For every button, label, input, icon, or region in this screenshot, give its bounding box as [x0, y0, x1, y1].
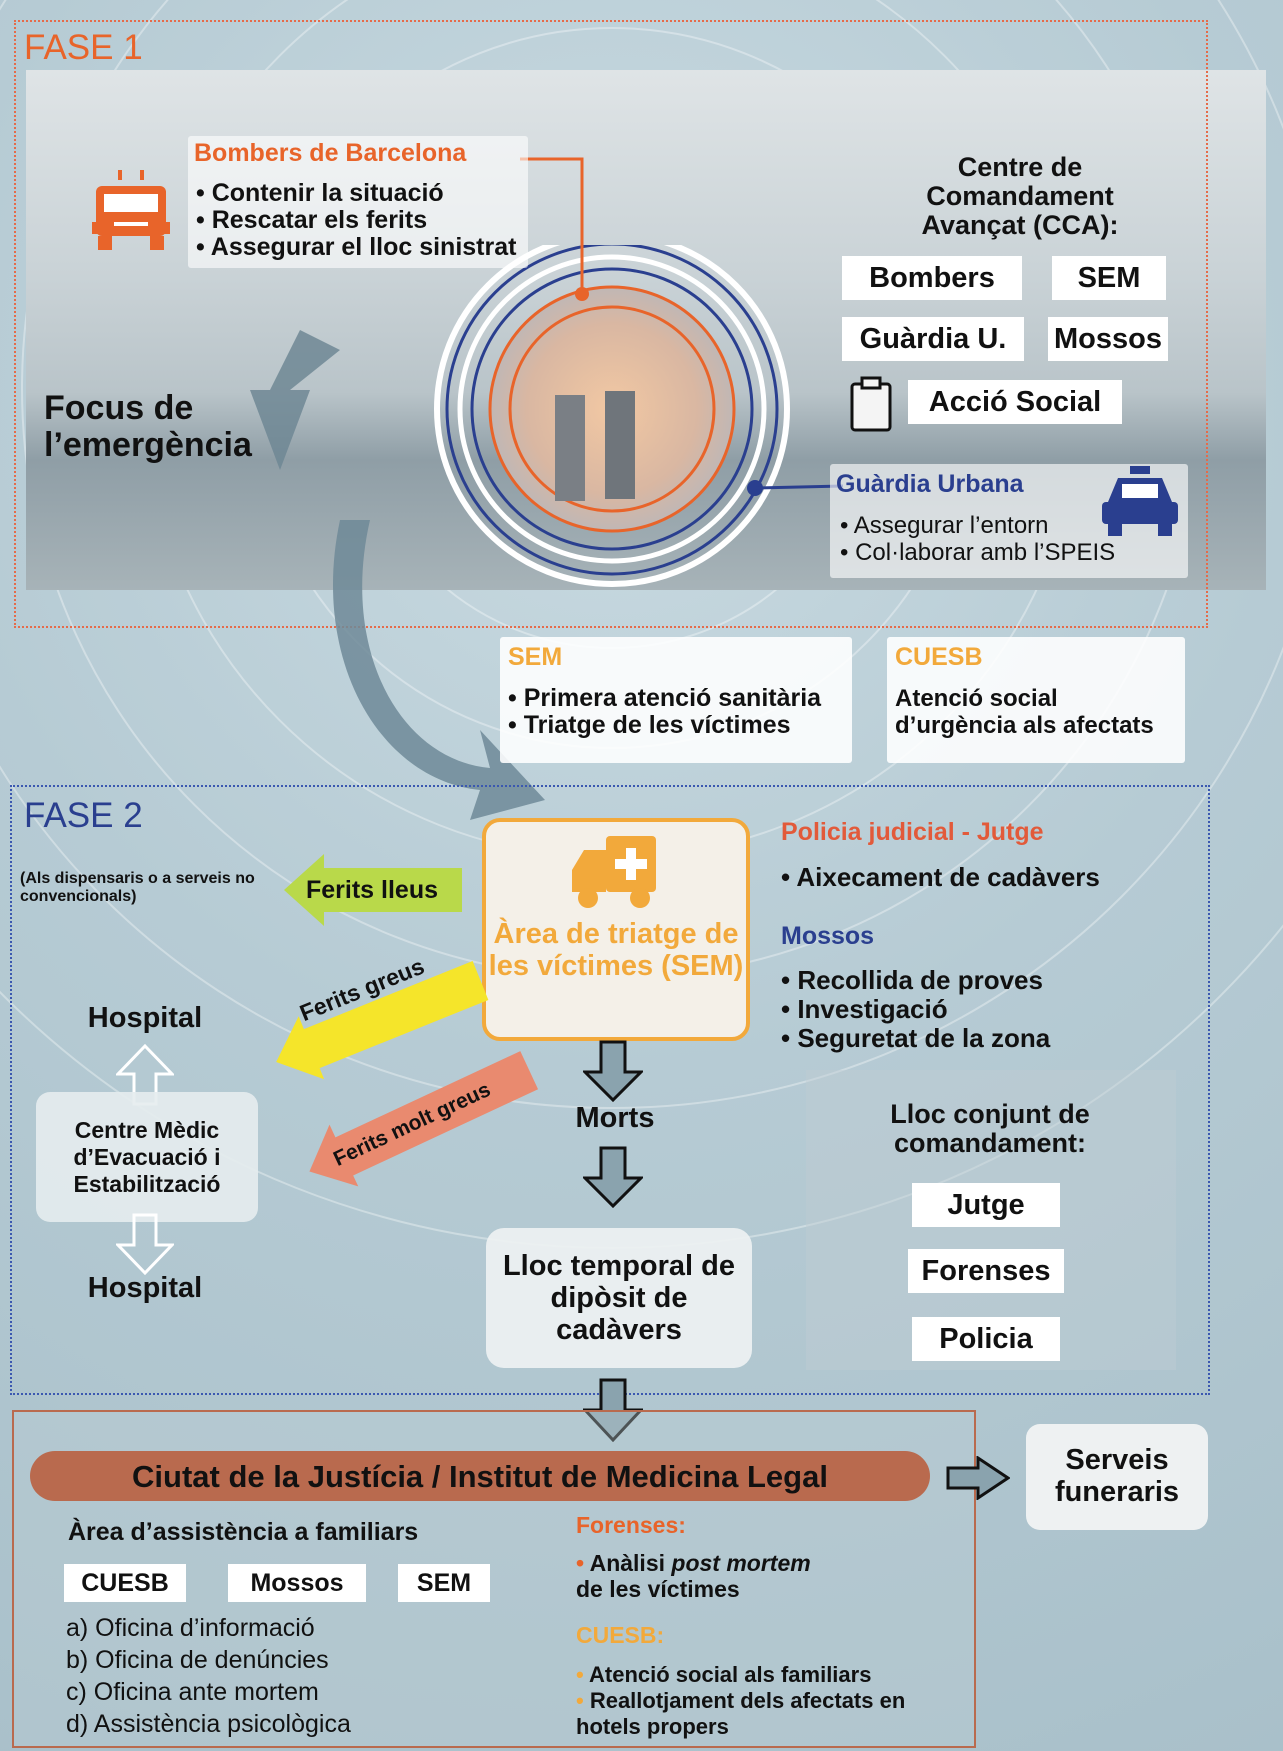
cuesb3-item: Atenció social als familiars — [589, 1662, 872, 1687]
area-tag-cuesb: CUESB — [64, 1564, 186, 1602]
triatge-label: Àrea de triatge de les víctimes (SEM) — [488, 918, 744, 982]
down-arrow — [116, 1213, 174, 1275]
sem-item: Triatge de les víctimes — [508, 712, 821, 739]
bombers-title: Bombers de Barcelona — [194, 139, 467, 167]
bombers-item: Rescatar els ferits — [196, 207, 516, 234]
fire-truck-icon — [92, 170, 170, 250]
policia-item: Aixecament de cadàvers — [781, 864, 1100, 891]
mossos-item: Investigació — [781, 995, 1050, 1024]
hospital-top: Hospital — [87, 1002, 203, 1034]
right-arrow-serveis — [946, 1456, 1010, 1500]
police-car-icon — [1102, 466, 1178, 536]
area-title: Àrea d’assistència a familiars — [68, 1518, 419, 1546]
triatge-box: Àrea de triatge de les víctimes (SEM) — [482, 818, 750, 1041]
down-arrow-deposit — [583, 1146, 643, 1208]
guardia-item: Col·laborar amb l’SPEIS — [840, 539, 1115, 566]
guardia-title: Guàrdia Urbana — [836, 470, 1024, 498]
area-item: a) Oficina d’informació — [66, 1614, 315, 1642]
bombers-item: Contenir la situació — [196, 180, 516, 207]
curved-arrow — [332, 520, 545, 820]
fase1-label: FASE 1 — [24, 28, 143, 67]
bombers-item: Assegurar el lloc sinistrat — [196, 234, 517, 261]
guardia-list: Assegurar l’entorn Col·laborar amb l’SPE… — [840, 512, 1115, 566]
ferits-greus-arrow — [276, 960, 489, 1080]
cuesb3-item: Reallotjament dels afectats en hotels pr… — [576, 1688, 906, 1739]
fase2-label: FASE 2 — [24, 796, 143, 835]
lloc-tag-jutge: Jutge — [912, 1183, 1060, 1227]
forenses-text: • Anàlisi post mortem de les víctimes — [576, 1550, 811, 1602]
forenses-suffix: de les víctimes — [576, 1576, 740, 1602]
policia-list: Aixecament de cadàvers — [781, 864, 1100, 891]
centre-medic-label: Centre Mèdic d’Evacuació i Estabilitzaci… — [73, 1117, 221, 1197]
cuesb3-list: • Atenció social als familiars • Reallot… — [576, 1662, 906, 1739]
serveis-box: Serveis funeraris — [1026, 1424, 1208, 1530]
area-list: a) Oficina d’informació b) Oficina de de… — [66, 1612, 351, 1740]
cuesb-box: CUESB Atenció social d’urgència als afec… — [887, 637, 1185, 763]
deposit-label: Lloc temporal de dipòsit de cadàvers — [502, 1250, 736, 1346]
lloc-title: Lloc conjunt de comandament: — [890, 1099, 1090, 1158]
centre-medic-box: Centre Mèdic d’Evacuació i Estabilitzaci… — [36, 1092, 258, 1222]
ambulance-icon — [572, 836, 656, 908]
bombers-connector — [520, 157, 584, 298]
sem-list: Primera atenció sanitària Triatge de les… — [508, 685, 821, 739]
area-item: d) Assistència psicològica — [66, 1710, 351, 1738]
forenses-italic: post mortem — [671, 1550, 811, 1576]
fase1-frame — [14, 20, 1208, 628]
mossos-item: Recollida de proves — [781, 966, 1050, 995]
cca-tag-bombers: Bombers — [842, 256, 1022, 300]
cca-tag-accio-social: Acció Social — [908, 380, 1122, 424]
policia-title: Policia judicial - Jutge — [781, 818, 1044, 846]
area-item: b) Oficina de denúncies — [66, 1646, 329, 1674]
guardia-connector — [747, 480, 844, 496]
lloc-tag-policia: Policia — [912, 1317, 1060, 1361]
guardia-item: Assegurar l’entorn — [840, 512, 1115, 539]
forenses-title: Forenses: — [576, 1512, 686, 1538]
morts-label: Morts — [575, 1102, 655, 1134]
bombers-list: Contenir la situació Rescatar els ferits… — [196, 180, 517, 261]
focus-rings — [434, 245, 790, 587]
sem-title: SEM — [508, 643, 563, 671]
cuesb-title: CUESB — [895, 643, 983, 671]
lloc-tag-forenses: Forenses — [908, 1249, 1064, 1293]
focus-label: Focus de l’emergència — [44, 389, 252, 464]
down-arrow-morts — [583, 1040, 643, 1102]
area-item: c) Oficina ante mortem — [66, 1678, 319, 1706]
cca-tag-mossos: Mossos — [1048, 317, 1168, 361]
forenses-prefix: Anàlisi — [589, 1550, 666, 1576]
sem-item: Primera atenció sanitària — [508, 685, 821, 712]
serveis-label: Serveis funeraris — [1054, 1444, 1180, 1508]
ciutat-bar: Ciutat de la Justícia / Institut de Medi… — [30, 1451, 930, 1501]
dispensaris-note: (Als dispensaris o a serveis no convenci… — [20, 870, 255, 905]
cca-tag-guardia: Guàrdia U. — [842, 317, 1024, 361]
clipboard-icon — [850, 376, 892, 432]
area-tag-mossos: Mossos — [228, 1564, 366, 1602]
bombers-box: Bombers de Barcelona Contenir la situaci… — [188, 136, 528, 268]
mossos-item: Seguretat de la zona — [781, 1024, 1050, 1053]
ferits-molt-greus-arrow — [309, 1051, 539, 1187]
hospital-bottom: Hospital — [87, 1272, 203, 1304]
sem-box: SEM Primera atenció sanitària Triatge de… — [500, 637, 852, 763]
cca-tag-sem: SEM — [1052, 256, 1166, 300]
cca-title: Centre de Comandament Avançat (CCA): — [921, 152, 1119, 240]
focus-arrow — [250, 330, 340, 470]
mossos-list: Recollida de proves Investigació Seguret… — [781, 966, 1050, 1053]
cuesb3-title: CUESB: — [576, 1622, 665, 1648]
mossos-title: Mossos — [781, 922, 875, 950]
deposit-box: Lloc temporal de dipòsit de cadàvers — [486, 1228, 752, 1368]
ferits-lleus-arrow — [284, 854, 462, 926]
ferits-lleus-label: Ferits lleus — [306, 876, 438, 904]
area-tag-sem: SEM — [398, 1564, 490, 1602]
cuesb-text: Atenció social d’urgència als afectats — [895, 685, 1154, 739]
ciutat-title: Ciutat de la Justícia / Institut de Medi… — [132, 1459, 828, 1494]
